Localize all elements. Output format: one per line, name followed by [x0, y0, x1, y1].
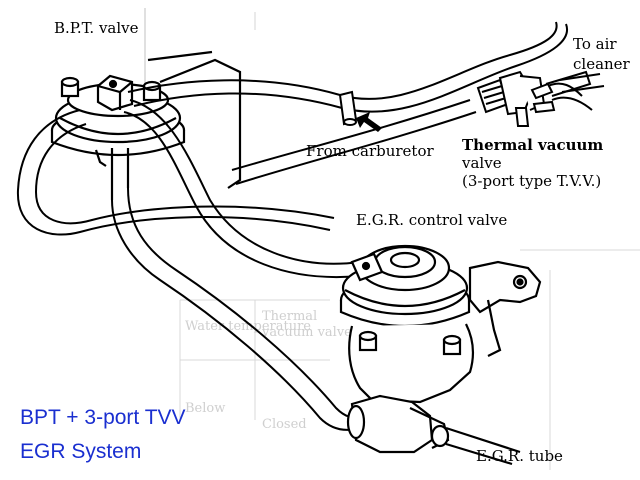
tvv-label-line2: valve	[462, 154, 502, 172]
bg-text-water: Water temperature	[185, 319, 311, 334]
caption-line1: BPT + 3-port TVV	[20, 406, 186, 429]
bpt-valve-label: B.P.T. valve	[54, 19, 139, 37]
egr-tube-label: E.G.R. tube	[476, 447, 563, 465]
from-carburetor-label: From carburetor	[306, 142, 434, 160]
egr-control-valve	[339, 244, 542, 466]
to-air-label-line1: To air	[573, 35, 617, 53]
bg-text-closed: Closed	[262, 417, 307, 432]
caption-line2: EGR System	[20, 440, 142, 463]
to-air-label-line2: cleaner	[573, 55, 630, 73]
bg-text-below: Below	[185, 401, 225, 416]
bg-text-thermal: Thermal	[262, 309, 317, 324]
thermal-vacuum-valve	[476, 70, 605, 127]
tvv-label-line1: Thermal vacuum	[462, 136, 604, 154]
tvv-label-line3: (3-port type T.V.V.)	[462, 172, 602, 190]
carburetor-arrow	[356, 112, 382, 132]
bpt-valve	[50, 50, 242, 200]
bg-text-vacuum: vacuum valve	[261, 325, 352, 340]
vacuum-hoses	[16, 21, 569, 431]
egr-control-valve-label: E.G.R. control valve	[356, 211, 508, 229]
faint-background-table: Thermal vacuum valve Water temperature C…	[144, 8, 640, 470]
